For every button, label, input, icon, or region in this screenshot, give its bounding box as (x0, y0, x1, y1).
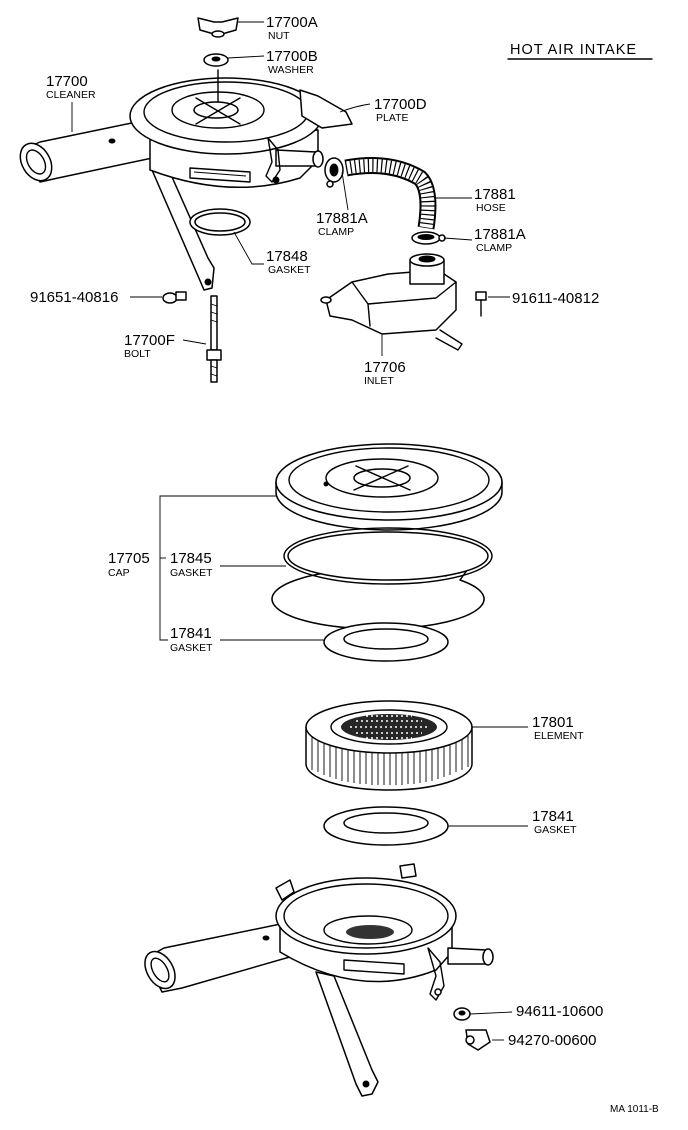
diagram-title: HOT AIR INTAKE (510, 42, 637, 58)
part-number: 17841 (170, 625, 212, 642)
gasket-17848 (189, 208, 251, 236)
clamp-17881a-upper (324, 157, 344, 188)
leader-lines (71, 21, 528, 1041)
part-number: 91611-40812 (512, 290, 599, 307)
air-cleaner-body (144, 863, 494, 1097)
screw-91651-40816 (162, 291, 187, 304)
part-number: 17700F (124, 332, 175, 349)
callouts: 17700A NUT 17700B WASHER 17700 CLEANER 1… (30, 14, 603, 1049)
part-name: CLAMP (318, 226, 354, 238)
part-name: CAP (108, 567, 130, 579)
hose-17881 (344, 157, 437, 230)
part-number: 17706 (364, 359, 406, 376)
gasket-17845 (271, 527, 493, 630)
part-number: 17700B (266, 48, 318, 65)
filter-element-17801 (305, 700, 473, 791)
wing-nut-17700a (197, 17, 239, 38)
part-name: INLET (364, 375, 394, 387)
nut-94611-10600 (453, 1007, 471, 1021)
part-name: GASKET (170, 642, 213, 654)
part-name: GASKET (268, 264, 311, 276)
part-number: 94611-10600 (516, 1003, 603, 1020)
part-name: ELEMENT (534, 730, 584, 742)
part-number: 17700A (266, 14, 318, 31)
part-name: PLATE (376, 112, 408, 124)
bolt-17700f (206, 295, 222, 383)
gasket-17841-upper (323, 622, 449, 662)
elbow-94270-00600 (465, 1029, 491, 1051)
part-number: 17700D (374, 96, 427, 113)
part-number: 17848 (266, 248, 308, 265)
part-name: CLAMP (476, 242, 512, 254)
part-number: 17841 (532, 808, 574, 825)
washer-17700b (203, 53, 229, 67)
part-number: 94270-00600 (508, 1032, 596, 1049)
part-name: NUT (268, 30, 290, 42)
part-number: 17705 (108, 550, 150, 567)
part-name: WASHER (268, 64, 314, 76)
part-name: BOLT (124, 348, 151, 360)
element-pleats (311, 732, 469, 785)
part-number: 17881A (316, 210, 368, 227)
gasket-17841-lower (323, 806, 449, 846)
part-number: 17801 (532, 714, 574, 731)
part-number: 17845 (170, 550, 212, 567)
part-number: 17700 (46, 73, 88, 90)
part-name: GASKET (170, 567, 213, 579)
footer-code: MA 1011-B (610, 1104, 659, 1115)
part-name: GASKET (534, 824, 577, 836)
clamp-17881a-lower (411, 231, 446, 245)
cap-17705 (275, 443, 503, 531)
part-number: 17881 (474, 186, 516, 203)
part-name: CLEANER (46, 89, 96, 101)
inlet-17706 (320, 253, 463, 351)
part-name: HOSE (476, 202, 506, 214)
air-cleaner-housing-17700 (19, 69, 353, 291)
part-number: 91651-40816 (30, 289, 118, 306)
part-number: 17881A (474, 226, 526, 243)
screw-91611-40812 (475, 291, 487, 317)
